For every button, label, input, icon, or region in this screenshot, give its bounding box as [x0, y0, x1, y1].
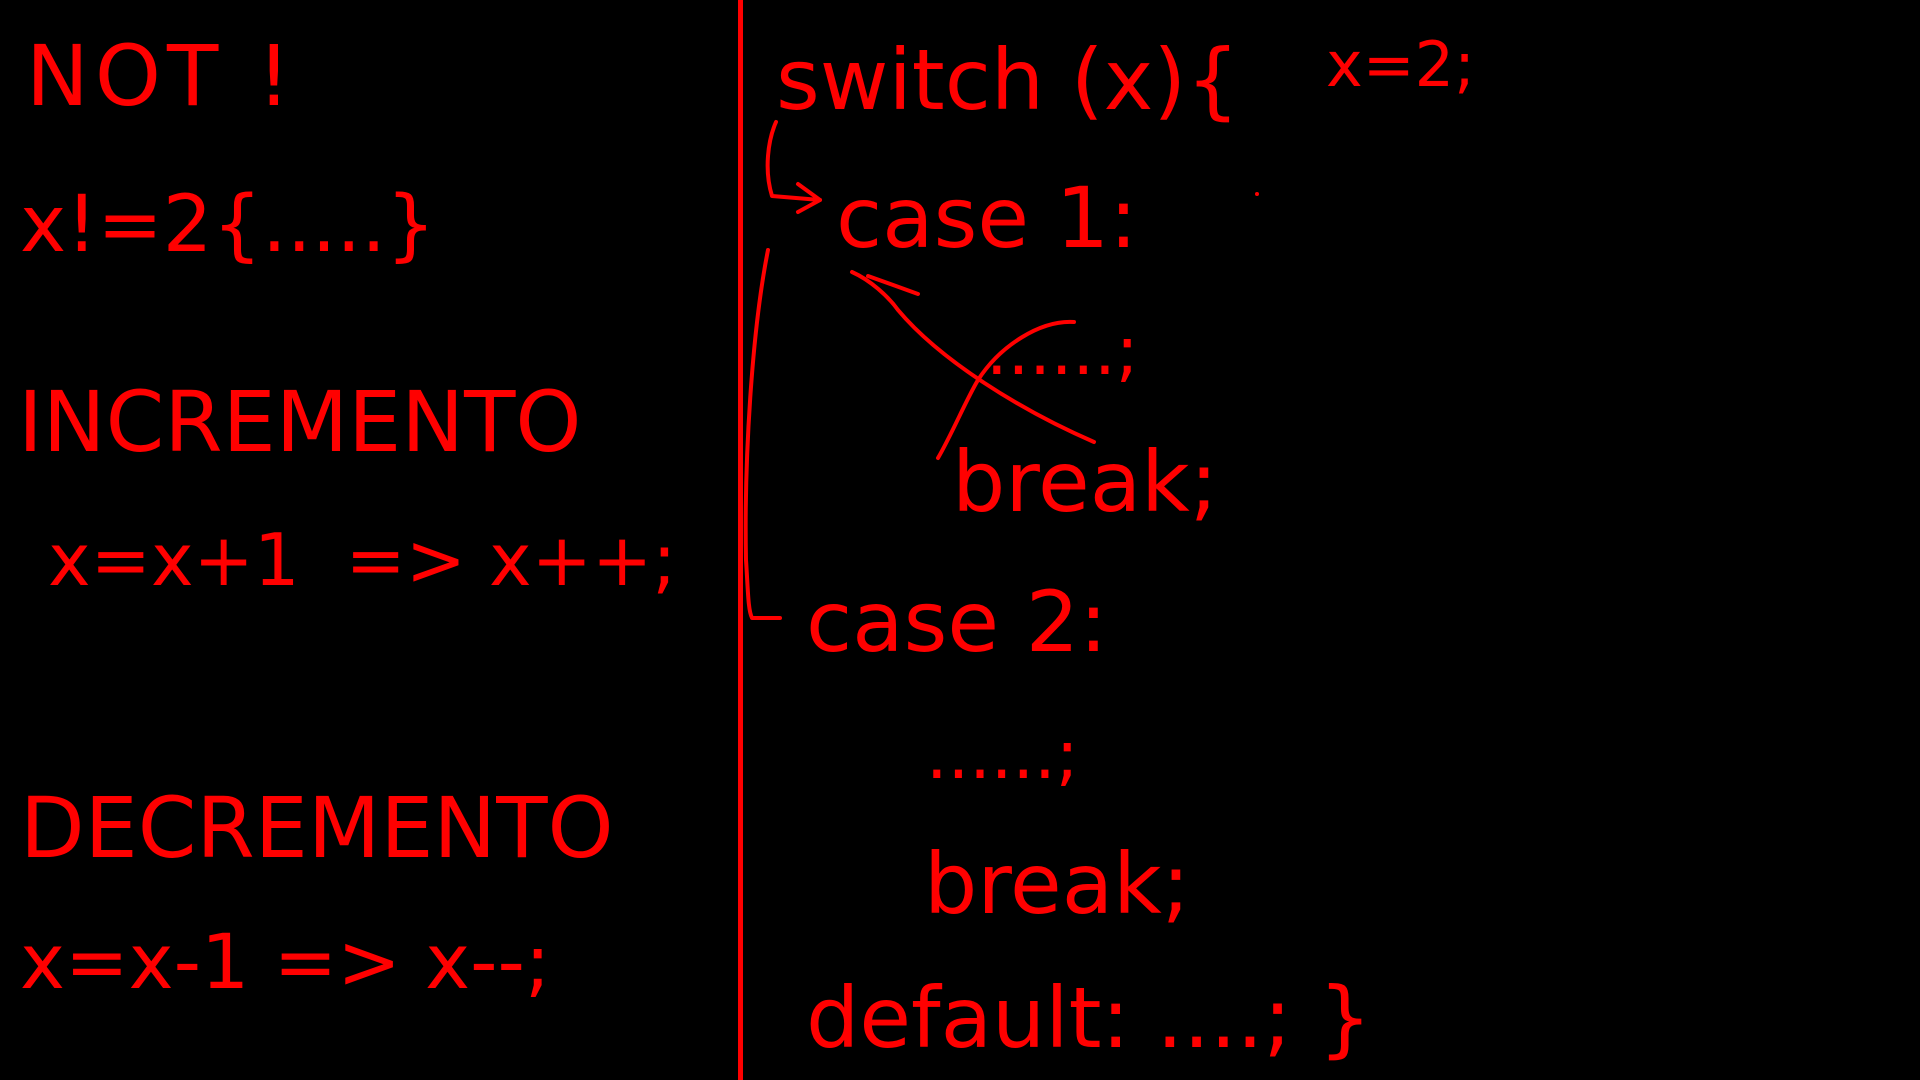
case1-strike-tick: [866, 274, 920, 296]
case-2-body: ......;: [926, 716, 1079, 795]
switch-to-case1-arrowhead: [796, 182, 822, 214]
decrement-example: x=x-1 => x--;: [20, 917, 551, 1006]
case-2-label: case 2:: [806, 573, 1108, 671]
panel-divider: [738, 0, 743, 1080]
assignment-note: x=2;: [1326, 28, 1475, 101]
not-operator-example: x!=2{.....}: [20, 180, 436, 270]
decrement-heading: DECREMENTO: [20, 779, 614, 877]
not-operator-heading: NOT !: [26, 27, 297, 125]
case-2-break: break;: [924, 835, 1191, 933]
stray-dot: [1255, 192, 1259, 196]
increment-example: x=x+1 => x++;: [48, 518, 677, 602]
increment-heading: INCREMENTO: [18, 373, 582, 471]
case-1-body: ......;: [986, 312, 1139, 391]
switch-to-case1-arrow: [765, 120, 822, 202]
case-1-break: break;: [952, 433, 1219, 531]
default-line: default: ....; }: [806, 969, 1372, 1067]
case1-to-case2-arrow: [743, 248, 782, 620]
switch-statement-line: switch (x){: [776, 31, 1240, 129]
case-1-label: case 1:: [836, 169, 1138, 267]
